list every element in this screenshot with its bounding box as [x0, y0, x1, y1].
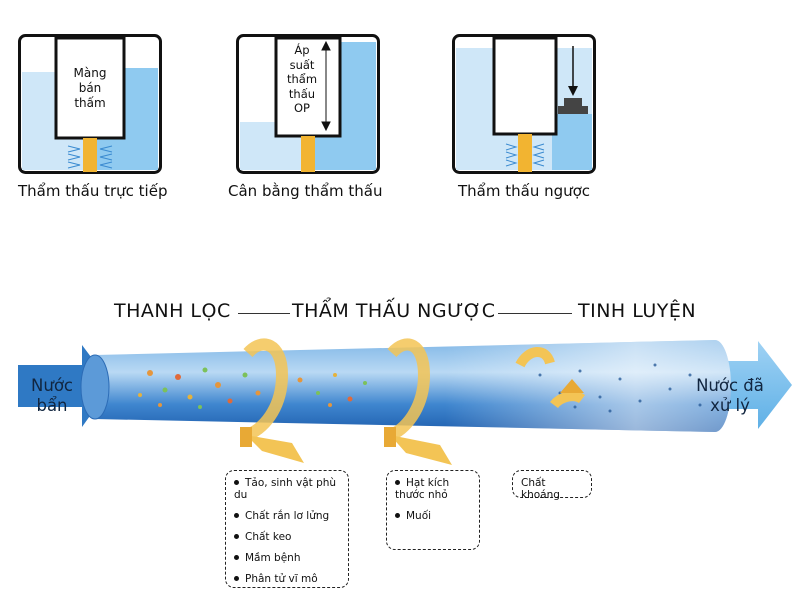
caption-osmotic-equilibrium: Cân bằng thẩm thấu — [228, 182, 383, 200]
pressure-double-arrow-icon — [321, 40, 331, 132]
membrane-label-line: Màng — [73, 66, 107, 80]
inlet-label: Nước bẩn — [20, 376, 84, 416]
pressure-label-line: thấu — [288, 86, 316, 101]
membrane-holder — [54, 36, 126, 140]
stage-title-refining: TINH LUYỆN — [578, 300, 697, 322]
membrane-label: Màng bán thấm — [56, 66, 124, 111]
pipe-inlet-mouth — [80, 354, 110, 420]
membrane-label-line: bán — [78, 81, 102, 95]
list-item: Muối — [395, 510, 471, 522]
flow-arrows-icon — [67, 145, 113, 169]
list-item: Chất keo — [234, 531, 340, 543]
stage-connector-line — [498, 313, 572, 314]
stage-title-reverse-osmosis: THẨM THẤU NGƯỢC — [292, 300, 496, 322]
treatment-pipe-diagram — [18, 338, 792, 465]
stage-ring-reverse-osmosis — [384, 338, 452, 465]
membrane-holder — [492, 36, 558, 136]
outlet-label: Nước đã xử lý — [688, 376, 772, 416]
list-item: Tảo, sinh vật phù du — [234, 477, 337, 501]
mineral-label: Chất khoáng — [521, 477, 560, 501]
impurity-particles — [138, 367, 367, 409]
pressure-label-line: OP — [294, 101, 310, 115]
mineral-box-refining: Chất khoáng — [512, 470, 592, 501]
membrane-strip — [301, 136, 315, 172]
removed-substances-box-reverse-osmosis: Hạt kích thước nhỏ Muối — [386, 470, 480, 550]
membrane-strip — [83, 138, 97, 172]
stage-ring-refining — [515, 347, 585, 409]
list-item: Hạt kích thước nhỏ — [395, 477, 450, 501]
list-item: Mầm bệnh — [234, 552, 340, 564]
membrane-label-line: thấm — [74, 96, 106, 110]
membrane-holder — [274, 36, 342, 138]
panel-direct-osmosis — [18, 34, 162, 174]
pressure-label-line: Áp — [294, 43, 310, 57]
piston-icon — [558, 46, 588, 114]
caption-direct-osmosis: Thẩm thấu trực tiếp — [18, 182, 168, 200]
membrane-strip — [518, 134, 532, 172]
mineral-particles — [538, 363, 702, 413]
panel-osmotic-equilibrium — [236, 34, 380, 174]
pressure-label-line: thẩm — [286, 72, 318, 86]
stage-title-purification: THANH LỌC — [114, 300, 231, 322]
water-right — [552, 114, 592, 170]
stage-connector-line — [238, 313, 290, 314]
outlet-label-line: xử lý — [710, 396, 750, 415]
outlet-label-line: Nước đã — [696, 376, 764, 395]
list-item: Chất rắn lơ lửng — [234, 510, 340, 522]
inlet-label-line: bẩn — [36, 396, 68, 415]
list-item: Phân tử vĩ mô — [234, 573, 340, 585]
flow-arrows-icon — [505, 143, 545, 167]
pressure-label-line: suất — [289, 57, 315, 72]
caption-reverse-osmosis: Thẩm thấu ngược — [458, 182, 591, 200]
removed-substances-box-purification: Tảo, sinh vật phù du Chất rắn lơ lửng Ch… — [225, 470, 349, 588]
pressure-label: Áp suất thẩm thấu OP — [282, 43, 322, 116]
panel-reverse-osmosis — [452, 34, 596, 174]
stage-ring-purification — [240, 338, 304, 463]
inlet-label-line: Nước — [31, 376, 73, 395]
